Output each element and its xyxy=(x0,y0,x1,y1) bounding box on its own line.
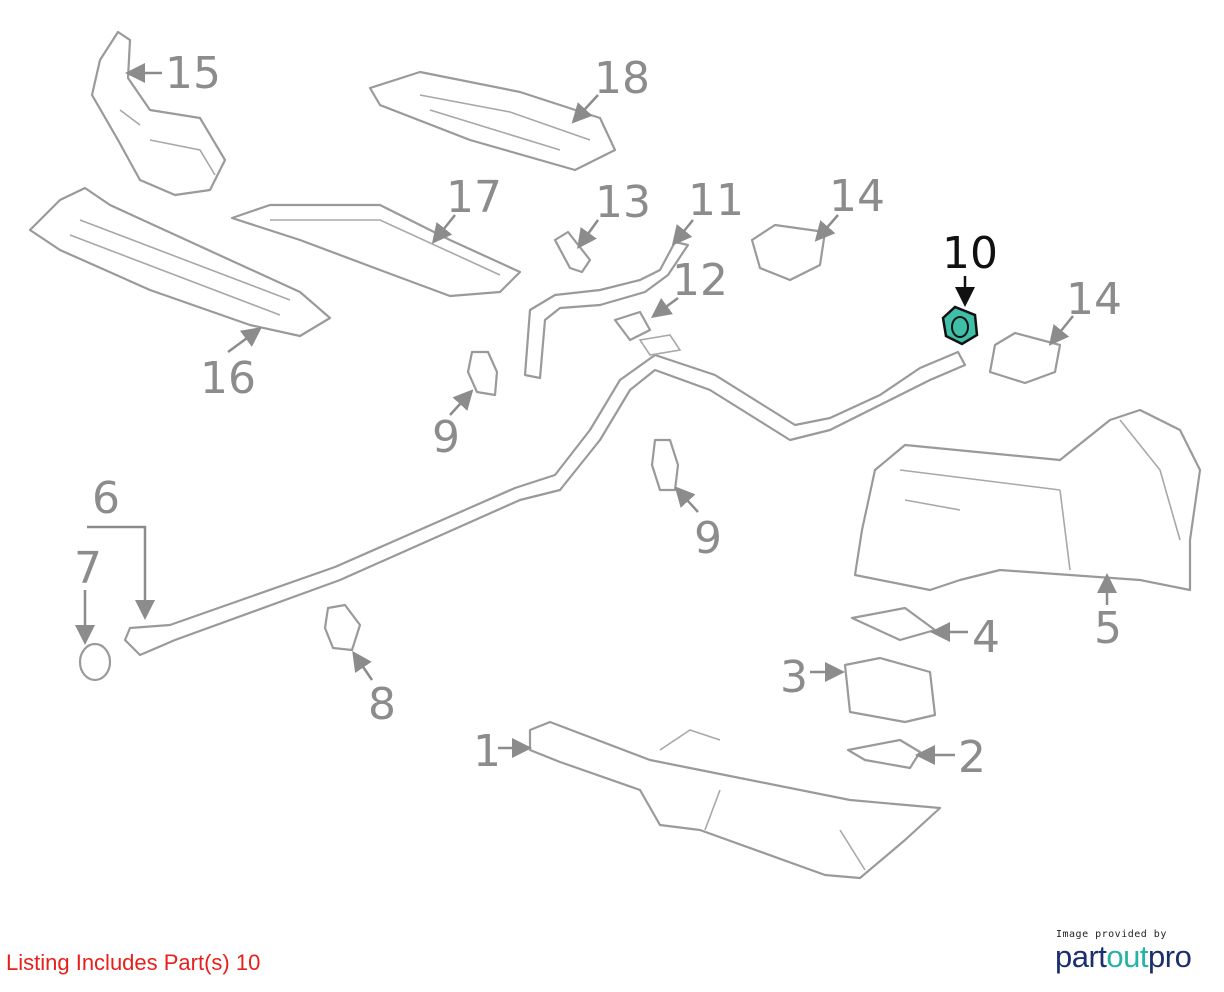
part-4-gasket[interactable] xyxy=(850,606,937,642)
part-8-hanger[interactable] xyxy=(323,603,362,652)
part-6-pipe[interactable] xyxy=(123,334,967,657)
callout-9-b: 9 xyxy=(694,513,722,564)
part-17-shield[interactable] xyxy=(230,203,522,298)
callout-13: 13 xyxy=(595,177,651,228)
part-2-gasket[interactable] xyxy=(846,738,922,770)
part-5-converter[interactable] xyxy=(853,408,1202,592)
callout-10-selected: 10 xyxy=(942,228,998,279)
callout-14-a: 14 xyxy=(829,171,885,222)
part-12-gasket[interactable] xyxy=(613,310,652,342)
callout-6: 6 xyxy=(92,473,120,524)
callout-12: 12 xyxy=(672,255,728,306)
callout-1: 1 xyxy=(473,726,501,777)
callout-7: 7 xyxy=(74,543,102,594)
callout-16: 16 xyxy=(200,353,256,404)
part-9-hanger-a[interactable] xyxy=(466,350,499,397)
callout-9-a: 9 xyxy=(432,412,460,463)
callout-arrows xyxy=(75,63,1117,765)
part-13-bracket[interactable] xyxy=(553,230,592,274)
callout-14-b: 14 xyxy=(1066,274,1122,325)
part-9-hanger-b[interactable] xyxy=(650,438,680,492)
part-11-pipe[interactable] xyxy=(523,240,690,380)
callout-2: 2 xyxy=(958,732,986,783)
part-3-flange[interactable] xyxy=(843,656,937,724)
callout-17: 17 xyxy=(446,172,502,223)
part-1-muffler[interactable] xyxy=(528,720,942,880)
part-14-hanger-b[interactable] xyxy=(988,331,1062,385)
part-18-shield[interactable] xyxy=(368,70,617,172)
credit-caption: Image provided by xyxy=(1056,929,1167,940)
callout-18: 18 xyxy=(594,53,650,104)
callout-5: 5 xyxy=(1094,603,1122,654)
callout-11: 11 xyxy=(688,175,744,226)
part-10-body xyxy=(941,305,979,346)
part-14-hanger-a[interactable] xyxy=(750,223,827,282)
part-10-insulator-highlighted[interactable] xyxy=(941,305,979,346)
part-7-clamp[interactable] xyxy=(78,642,112,682)
partoutpro-logo: partoutpro xyxy=(1055,939,1192,974)
callout-4: 4 xyxy=(972,612,1000,663)
callout-15: 15 xyxy=(165,48,221,99)
listing-includes-text: Listing Includes Part(s) 10 xyxy=(6,950,261,975)
partoutpro-credit: Image provided by partoutpro xyxy=(1055,929,1192,974)
callout-8: 8 xyxy=(368,679,396,730)
callout-3: 3 xyxy=(780,652,808,703)
part-16-shield[interactable] xyxy=(28,186,332,338)
